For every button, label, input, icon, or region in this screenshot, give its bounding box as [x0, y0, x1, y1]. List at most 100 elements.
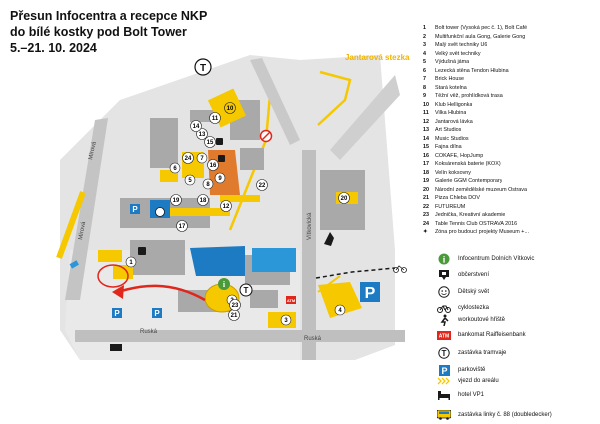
legend-label: Jednička, Kreativní akademie	[435, 212, 506, 218]
tram-track	[56, 191, 86, 259]
info-icon[interactable]: i	[218, 278, 230, 290]
marker-7: 7	[196, 152, 208, 164]
legend-label: Fajna dílna	[435, 144, 462, 150]
tram-stop-icon[interactable]: T	[194, 58, 212, 76]
tram-stop-icon: T	[436, 346, 452, 360]
legend-number: 8	[423, 84, 426, 91]
marker-11: 11	[209, 112, 221, 124]
legend-item: 7 Brick House	[423, 75, 600, 84]
svg-text:8: 8	[206, 182, 210, 188]
legend-number: 10	[423, 101, 429, 108]
svg-text:5: 5	[188, 178, 192, 184]
entrance-icon	[436, 374, 452, 388]
tram-stop-icon-south[interactable]: T	[239, 283, 253, 297]
legend-item: 10 Klub Helligonka	[423, 101, 600, 110]
legend-number: 17	[423, 161, 429, 167]
marker-9: 9	[214, 172, 226, 184]
atm-icon[interactable]: ATM	[286, 296, 296, 304]
legend-number: 20	[423, 186, 429, 193]
marker-5: 5	[184, 174, 196, 186]
svg-text:20: 20	[341, 196, 348, 202]
legend-item: ✦Zóna pro budoucí projekty Museum +...	[423, 228, 600, 237]
svg-text:i: i	[443, 255, 446, 265]
jantarova-label: Jantarová stezka	[345, 53, 410, 62]
ruska-road	[75, 330, 405, 342]
marker-13: 13	[196, 128, 208, 140]
legend-label: Národní zemědělské muzeum Ostrava	[435, 186, 527, 193]
key-label: vjezd do areálu	[458, 378, 499, 384]
svg-text:i: i	[223, 280, 226, 289]
legend-number: 3	[423, 42, 426, 48]
marker-3: 3	[280, 314, 292, 326]
blue-building-2	[252, 248, 296, 272]
marker-6: 6	[169, 162, 181, 174]
legend-label: Klub Helligonka	[435, 101, 473, 108]
svg-text:4: 4	[338, 308, 342, 314]
key-item: Dětský svět	[436, 285, 489, 299]
legend-number: 14	[423, 135, 429, 142]
key-label: občerstvení	[458, 272, 490, 278]
mirova-road	[65, 118, 108, 300]
legend-label: Brick House	[435, 76, 465, 82]
marker-16: 16	[207, 159, 219, 171]
key-item: hotel VP1	[436, 388, 484, 402]
key-item: cyklostezka	[436, 301, 489, 315]
north-road	[250, 58, 300, 145]
map-title: Přesun Infocentra a recepce NKP do bílé …	[10, 8, 260, 56]
svg-text:23: 23	[232, 303, 239, 309]
svg-text:1: 1	[129, 260, 133, 266]
marker-1: 1	[125, 256, 137, 268]
legend-label: Multifunkční aula Gong, Galerie Gong	[435, 33, 526, 40]
legend-number: 4	[423, 50, 426, 57]
svg-text:ATM: ATM	[439, 333, 449, 339]
marker-12: 12	[220, 200, 232, 212]
svg-text:P: P	[365, 285, 376, 302]
svg-text:ATM: ATM	[287, 298, 296, 303]
svg-text:3: 3	[284, 318, 288, 324]
blue-building-1	[190, 246, 245, 276]
info-icon: i	[436, 252, 452, 266]
legend-number: 22	[423, 203, 429, 210]
parking-icon[interactable]: P P P P	[112, 204, 380, 318]
svg-text:P: P	[114, 309, 120, 318]
legend-label: Malý svět techniky U6	[435, 42, 488, 48]
svg-text:13: 13	[199, 132, 206, 138]
svg-text:T: T	[244, 286, 249, 295]
svg-text:24: 24	[185, 156, 192, 162]
mirova-label-2: Mírová	[78, 221, 87, 241]
legend-number: ✦	[423, 229, 428, 235]
legend-label: Těžní věž, prohlídková trasa	[435, 93, 503, 99]
legend-number: 15	[423, 144, 429, 150]
svg-text:14: 14	[193, 124, 200, 130]
key-label: cyklostezka	[458, 305, 490, 311]
svg-text:P: P	[154, 309, 160, 318]
building-markers[interactable]: 10 11 12 13 14 15 24 7 16 6 5 9 8 22 18 …	[125, 102, 350, 326]
key-item: workoutové hřiště	[436, 313, 505, 327]
site-map[interactable]: Jantarová stezka Mírová Mírová Vítkovick…	[0, 0, 425, 424]
bus-stop-icon	[436, 408, 452, 422]
key-label: Dětský svět	[458, 289, 490, 295]
legend-number: 11	[423, 110, 429, 116]
key-label: workoutové hřiště	[458, 317, 506, 323]
legend-number: 7	[423, 76, 426, 82]
legend-label: Pizza Chleba DOV	[435, 195, 480, 201]
svg-text:16: 16	[210, 163, 217, 169]
svg-text:P: P	[132, 205, 138, 214]
svg-text:15: 15	[207, 140, 214, 146]
mirova-label-1: Mírová	[88, 141, 98, 161]
svg-text:11: 11	[212, 116, 219, 122]
legend-number: 16	[423, 152, 429, 159]
vitkovicka-road	[302, 150, 316, 360]
legend-label: Art Studios	[435, 127, 462, 133]
